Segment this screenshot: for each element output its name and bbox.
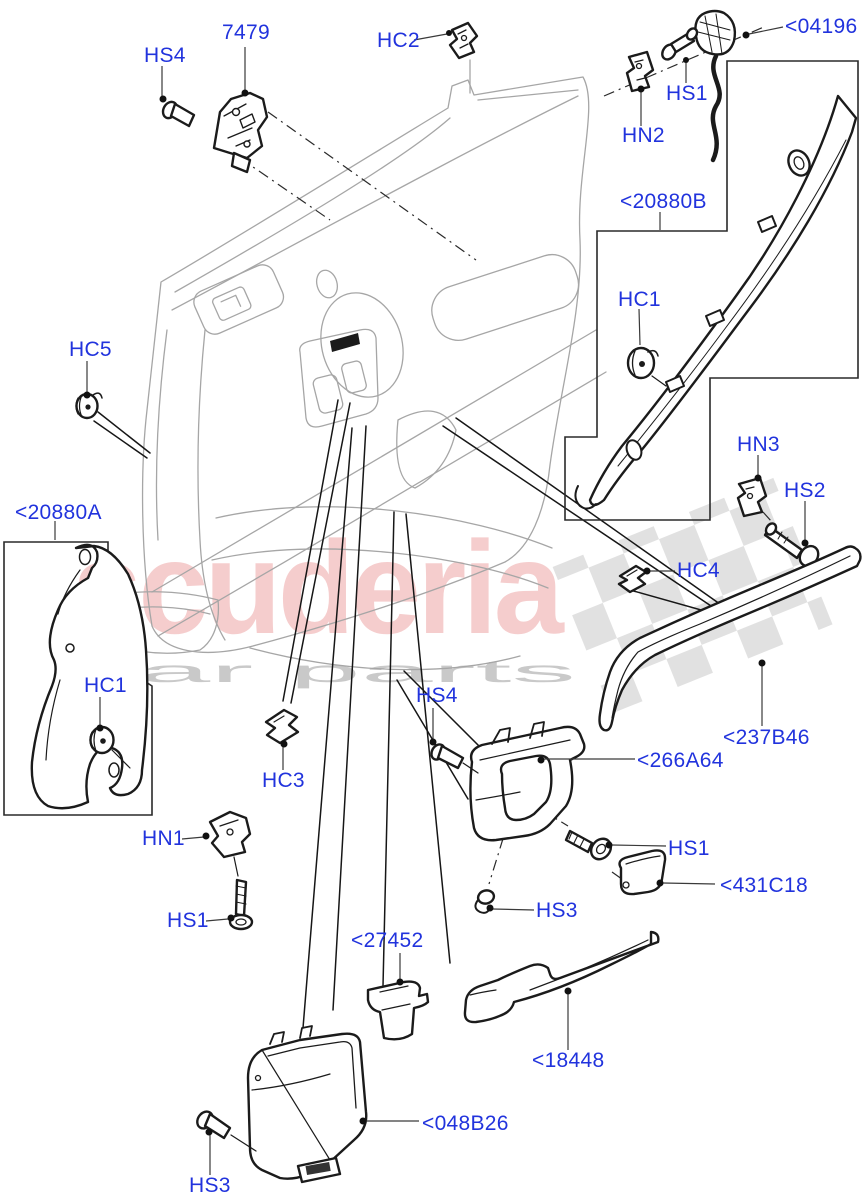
- part-label-hn3[interactable]: HN3: [737, 433, 780, 456]
- part-237b46-strip: [598, 545, 862, 732]
- part-20880a-pad: [30, 543, 149, 810]
- hc1-right-fastener: [626, 346, 667, 387]
- part-label-part-266a64[interactable]: <266A64: [637, 749, 724, 772]
- part-label-part-27452[interactable]: <27452: [351, 929, 424, 952]
- part-label-part-431c18[interactable]: <431C18: [720, 874, 808, 897]
- part-27452-cup: [366, 980, 430, 1041]
- leader-dots: [83, 30, 809, 1136]
- part-label-hs4-mid[interactable]: HS4: [416, 684, 458, 707]
- part-label-hs4-top[interactable]: HS4: [144, 44, 186, 67]
- part-label-hn1[interactable]: HN1: [142, 827, 185, 850]
- part-label-part-237b46[interactable]: <237B46: [723, 726, 810, 749]
- hs3-bottom-screw: [196, 1110, 257, 1152]
- hs1-top-bolt: [661, 27, 699, 61]
- part-label-part-18448[interactable]: <18448: [532, 1049, 605, 1072]
- part-431c18-finisher: [618, 849, 667, 896]
- hn3-nut: [736, 476, 768, 518]
- part-label-part-04196[interactable]: <04196: [785, 15, 858, 38]
- hn2-nut: [625, 50, 655, 93]
- part-label-hs3-mid[interactable]: HS3: [536, 899, 578, 922]
- door-trim-panel-drawing: [95, 59, 607, 671]
- inset-boxes: [3, 60, 859, 816]
- inset-box-20880b: [564, 60, 859, 521]
- hs1-left-screw: [228, 878, 254, 931]
- hs2-bolt: [763, 522, 829, 573]
- label-leaders: [54, 26, 806, 1175]
- inset-box-20880a: [3, 541, 153, 816]
- part-label-part-20880b[interactable]: <20880B: [620, 190, 707, 213]
- hs3-mid-grommet: [474, 889, 496, 914]
- part-label-hc4[interactable]: HC4: [677, 559, 720, 582]
- hc2-clip: [448, 21, 479, 60]
- part-7479-bracket: [212, 91, 269, 174]
- part-label-hc2[interactable]: HC2: [377, 29, 420, 52]
- part-18448-strip: [463, 930, 660, 1024]
- hc3-clip: [264, 708, 300, 745]
- pointer-lines: [93, 399, 728, 1029]
- part-label-part-20880a[interactable]: <20880A: [15, 501, 102, 524]
- hn1-bracket: [208, 810, 252, 877]
- part-label-hs1-left[interactable]: HS1: [167, 909, 209, 932]
- part-label-hs1-top[interactable]: HS1: [666, 82, 708, 105]
- part-20880b-trim: [574, 94, 858, 510]
- door-switch-detail: [330, 333, 360, 352]
- hc5-fastener: [75, 392, 103, 420]
- hs4-top-screw: [161, 100, 196, 128]
- part-label-hn2[interactable]: HN2: [622, 124, 665, 147]
- watermark: scuderia car parts: [72, 477, 833, 714]
- hc4-clip: [617, 564, 648, 594]
- part-label-hs3-bottom[interactable]: HS3: [189, 1174, 231, 1197]
- part-048b26-bin: [246, 1025, 368, 1184]
- part-label-hs1-mid[interactable]: HS1: [668, 837, 710, 860]
- exploded-parts: [30, 9, 862, 1184]
- part-label-hc3[interactable]: HC3: [262, 769, 305, 792]
- hs4-mid-screw: [430, 743, 479, 774]
- part-label-hc1-left[interactable]: HC1: [84, 674, 127, 697]
- watermark-tagline-text: car parts: [74, 654, 576, 689]
- part-label-part-7479[interactable]: 7479: [222, 21, 270, 44]
- part-label-hc1-right[interactable]: HC1: [618, 288, 661, 311]
- watermark-brand-text: scuderia: [72, 514, 565, 661]
- part-label-part-048b26[interactable]: <048B26: [422, 1112, 509, 1135]
- part-label-hc5[interactable]: HC5: [69, 338, 112, 361]
- part-label-hs2[interactable]: HS2: [784, 479, 826, 502]
- part-266a64-bezel: [469, 721, 586, 842]
